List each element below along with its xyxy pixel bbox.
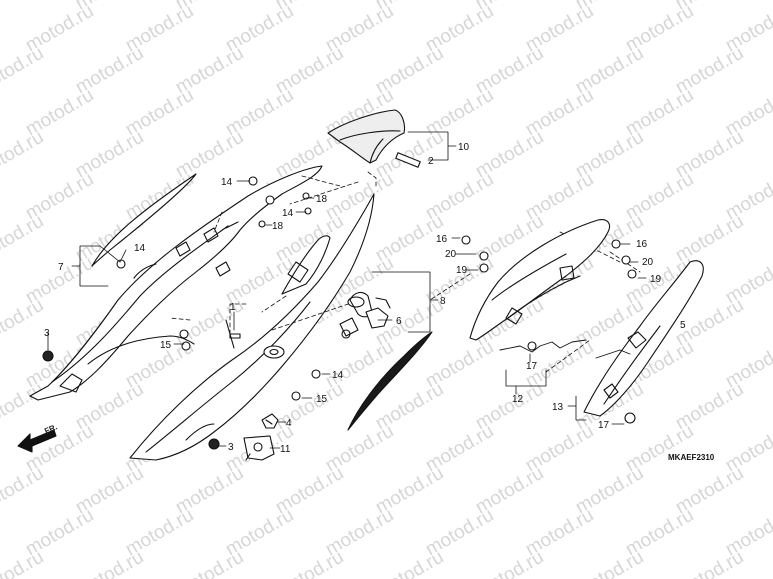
watermark-text: motod.ru bbox=[672, 547, 747, 579]
callout-4: 4 bbox=[286, 418, 292, 429]
callout-3-lower: 3 bbox=[228, 442, 234, 453]
callout-17-left: 17 bbox=[526, 361, 538, 372]
watermark-text: motod.ru bbox=[0, 379, 47, 435]
callout-14-left: 14 bbox=[134, 243, 146, 254]
callout-11: 11 bbox=[280, 444, 291, 455]
black-trim-strip bbox=[347, 331, 433, 431]
left-rear-frame-cover bbox=[29, 165, 323, 401]
bracket-part bbox=[243, 435, 275, 461]
key-lock-assembly bbox=[339, 291, 391, 339]
callout-labels: 10 2 14 18 14 18 14 7 3 15 1 8 6 14 15 4… bbox=[44, 142, 686, 455]
watermark-text: motod.ru bbox=[572, 547, 647, 579]
line-art bbox=[17, 109, 704, 461]
watermark-text: motod.ru bbox=[0, 211, 47, 267]
callout-14-mid-upper: 14 bbox=[282, 208, 294, 219]
callout-15-mid: 15 bbox=[316, 394, 328, 405]
callout-12: 12 bbox=[512, 394, 524, 405]
callout-18-mid: 18 bbox=[272, 221, 284, 232]
watermark-text: motod.ru bbox=[272, 547, 347, 579]
callout-leaders bbox=[47, 131, 647, 449]
callout-14-top: 14 bbox=[221, 177, 233, 188]
callout-17-right: 17 bbox=[598, 420, 610, 431]
diagram-code: MKAEF2310 bbox=[668, 453, 715, 462]
watermark-text: motod.ru bbox=[472, 547, 547, 579]
watermark-text: motod.ru bbox=[0, 295, 47, 351]
callout-15-left: 15 bbox=[160, 340, 172, 351]
watermark-text: motod.ru bbox=[72, 547, 147, 579]
fasteners bbox=[42, 176, 637, 450]
center-side-cover bbox=[129, 193, 375, 461]
callout-16-left: 16 bbox=[436, 234, 448, 245]
callout-20-right: 20 bbox=[642, 257, 654, 268]
watermark-text: motod.ru bbox=[0, 43, 47, 99]
fr-arrow-icon bbox=[17, 429, 57, 453]
watermark-text: motod.ru bbox=[0, 127, 47, 183]
clip-part bbox=[261, 413, 279, 429]
callout-6: 6 bbox=[396, 316, 402, 327]
callout-16-right: 16 bbox=[636, 239, 648, 250]
callout-1: 1 bbox=[230, 302, 236, 313]
callout-18-top: 18 bbox=[316, 194, 328, 205]
washer-part bbox=[263, 345, 285, 359]
callout-3-left: 3 bbox=[44, 328, 50, 339]
right-side-panel bbox=[583, 260, 704, 417]
seat-cowl-piece bbox=[327, 109, 406, 164]
callout-7: 7 bbox=[58, 262, 64, 273]
callout-19-left: 19 bbox=[456, 265, 468, 276]
watermark-text: motod.ru bbox=[172, 547, 247, 579]
watermark-text: motod.ru bbox=[0, 463, 47, 519]
callout-10: 10 bbox=[458, 142, 470, 153]
pin-part bbox=[395, 152, 421, 168]
watermark-text: motod.ru bbox=[0, 0, 47, 14]
callout-20-left: 20 bbox=[445, 249, 457, 260]
watermark-text: motod.ru bbox=[372, 547, 447, 579]
direction-label: FR. bbox=[43, 422, 58, 435]
callout-8: 8 bbox=[440, 296, 446, 307]
honda-marking bbox=[499, 339, 631, 359]
side-trim-strip bbox=[91, 173, 197, 267]
rear-grab-rail bbox=[469, 219, 611, 341]
callout-14-mid: 14 bbox=[332, 370, 344, 381]
callout-5: 5 bbox=[680, 320, 686, 331]
callout-19-right: 19 bbox=[650, 274, 662, 285]
callout-13: 13 bbox=[552, 402, 564, 413]
callout-2: 2 bbox=[428, 156, 434, 167]
